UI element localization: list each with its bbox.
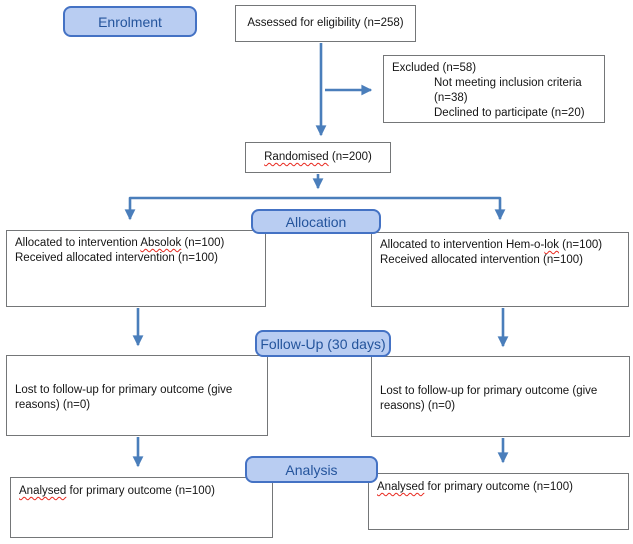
assessed-text: Assessed for eligibility (n=258) — [247, 17, 404, 29]
alloc-right-line1-prefix: Allocated to intervention Hem-o- — [380, 239, 545, 251]
stage-label-allocation-text: Allocation — [285, 213, 347, 230]
stage-label-enrolment: Enrolment — [63, 6, 197, 37]
followup-right-text: Lost to follow-up for primary outcome (g… — [380, 385, 598, 412]
analysed-left-text: Analysed for primary outcome (n=100) — [19, 484, 268, 499]
alloc-left-line1-prefix: Allocated to intervention — [15, 237, 141, 249]
allocation-right-box: Allocated to intervention Hem-o-lok (n=1… — [371, 232, 629, 307]
alloc-left-line1: Allocated to intervention Absolok (n=100… — [15, 236, 261, 251]
excluded-reason-1: Not meeting inclusion criteria — [434, 77, 582, 89]
randomised-text: Randomised (n=200) — [264, 150, 372, 165]
excluded-reason-1-count: (n=38) — [434, 92, 468, 104]
randomised-word: Randomised — [264, 151, 329, 163]
alloc-right-line1: Allocated to intervention Hem-o-lok (n=1… — [380, 238, 624, 253]
analysed-right-word: Analysed — [377, 481, 425, 493]
alloc-right-line1-marked: lok — [544, 239, 559, 251]
alloc-right-line2: Received allocated intervention (n=100) — [380, 254, 583, 266]
alloc-left-line1-marked: Absolok — [140, 237, 182, 249]
alloc-left-line2: Received allocated intervention (n=100) — [15, 252, 218, 264]
stage-label-analysis: Analysis — [245, 456, 378, 483]
stage-label-analysis-text: Analysis — [285, 461, 338, 478]
stage-label-enrolment-text: Enrolment — [98, 13, 162, 30]
analysed-left-box: Analysed for primary outcome (n=100) — [10, 477, 273, 538]
analysed-left-rest: for primary outcome (n=100) — [66, 485, 215, 497]
excluded-line1: Excluded (n=58) — [392, 62, 477, 74]
stage-label-followup: Follow-Up (30 days) — [255, 330, 391, 357]
analysed-right-rest: for primary outcome (n=100) — [424, 481, 573, 493]
stage-label-followup-text: Follow-Up (30 days) — [260, 335, 386, 352]
excluded-box: Excluded (n=58) Not meeting inclusion cr… — [383, 55, 605, 123]
excluded-reason-2: Declined to participate (n=20) — [434, 107, 585, 119]
randomised-count: (n=200) — [328, 151, 372, 163]
randomised-box: Randomised (n=200) — [245, 142, 391, 173]
assessed-for-eligibility-box: Assessed for eligibility (n=258) — [235, 5, 416, 42]
followup-right-box: Lost to follow-up for primary outcome (g… — [371, 356, 630, 437]
allocation-branch-connector — [124, 196, 506, 221]
alloc-right-line1-suffix: (n=100) — [558, 239, 603, 251]
followup-left-box: Lost to follow-up for primary outcome (g… — [6, 355, 268, 436]
alloc-left-line1-suffix: (n=100) — [181, 237, 225, 249]
allocation-left-box: Allocated to intervention Absolok (n=100… — [6, 230, 266, 307]
analysed-right-text: Analysed for primary outcome (n=100) — [377, 480, 624, 495]
analysed-left-word: Analysed — [19, 485, 67, 497]
analysed-right-box: Analysed for primary outcome (n=100) — [368, 473, 629, 530]
stage-label-allocation: Allocation — [251, 209, 381, 234]
followup-left-text: Lost to follow-up for primary outcome (g… — [15, 384, 233, 411]
